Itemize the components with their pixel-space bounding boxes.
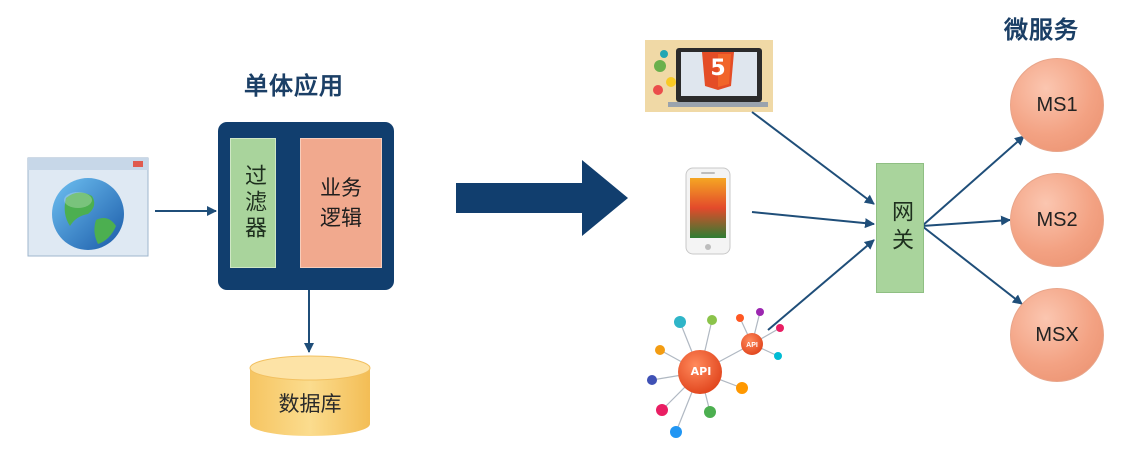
api-hub-text: API: [690, 365, 712, 378]
monolith-title: 单体应用: [244, 72, 344, 100]
business-logic-block: 业务逻辑: [300, 138, 382, 268]
arrow-phone-to-gateway: [751, 211, 875, 229]
database-cylinder: [249, 355, 371, 436]
arrow-gateway-to-msx: [921, 225, 1023, 305]
arrow-gateway-to-ms2: [921, 215, 1011, 227]
arrow-gateway-to-ms1: [921, 135, 1025, 227]
database-label: 数据库: [278, 392, 342, 416]
html5-client-icon: [645, 40, 773, 112]
gateway-block: 网关: [876, 163, 924, 293]
service-ms2: MS2: [1010, 173, 1104, 267]
mobile-phone-icon: [685, 167, 731, 255]
svg-text:API: API: [746, 342, 758, 349]
business-logic-label: 业务逻辑: [320, 176, 362, 230]
arrow-api-to-gateway: [767, 239, 875, 331]
html5-logo-text: 5: [710, 56, 726, 81]
monolith-container: 过滤器 业务逻辑: [218, 122, 394, 290]
big-transition-arrow: [456, 160, 628, 236]
service-msx: MSX: [1010, 288, 1104, 382]
arrow-html5-to-gateway: [751, 111, 875, 205]
browser-icon: [27, 157, 149, 257]
microservices-title: 微服务: [1004, 16, 1079, 44]
api-hub-icon: API: [647, 308, 784, 438]
filter-block: 过滤器: [230, 138, 276, 268]
service-ms1: MS1: [1010, 58, 1104, 152]
